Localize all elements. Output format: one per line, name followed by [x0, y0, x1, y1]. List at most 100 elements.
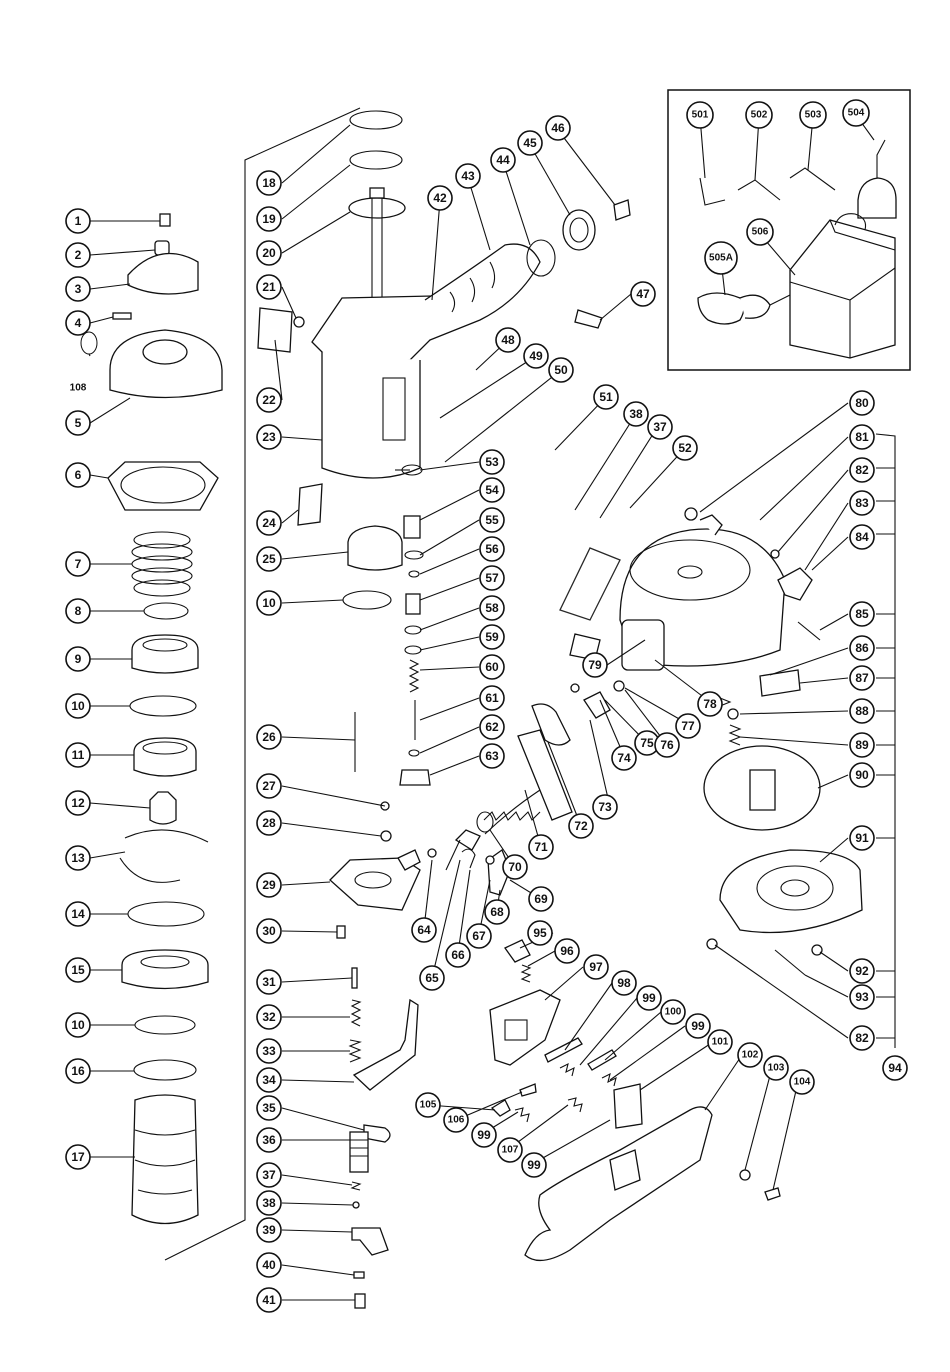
label-99d: 99: [521, 1152, 547, 1178]
label-22: 22: [256, 387, 282, 413]
svg-text:108: 108: [70, 383, 87, 394]
label-10b: 10: [65, 1012, 91, 1038]
label-40: 40: [256, 1252, 282, 1278]
label-79: 79: [582, 652, 608, 678]
svg-text:89: 89: [855, 738, 869, 752]
label-67: 67: [466, 923, 492, 949]
label-82b: 82: [849, 1025, 875, 1051]
svg-text:22: 22: [262, 393, 276, 407]
label-84: 84: [849, 524, 875, 550]
svg-text:12: 12: [71, 796, 85, 810]
svg-text:37: 37: [653, 420, 667, 434]
svg-text:74: 74: [617, 751, 631, 765]
label-98: 98: [611, 970, 637, 996]
svg-text:39: 39: [262, 1223, 276, 1237]
svg-text:96: 96: [560, 944, 574, 958]
svg-text:10: 10: [71, 1018, 85, 1032]
label-81: 81: [849, 424, 875, 450]
safety-goggles-505A: [697, 292, 791, 325]
label-2: 2: [65, 242, 91, 268]
label-61: 61: [479, 685, 505, 711]
svg-text:61: 61: [485, 691, 499, 705]
svg-text:43: 43: [461, 169, 475, 183]
svg-text:30: 30: [262, 924, 276, 938]
svg-text:100: 100: [665, 1007, 682, 1018]
callout-labels: 1 2 3 4 108 5 6 7 8 9 10 11 12 13 14 15 …: [65, 99, 908, 1313]
label-94: 94: [882, 1055, 908, 1081]
label-54: 54: [479, 477, 505, 503]
label-83: 83: [849, 490, 875, 516]
label-62: 62: [479, 714, 505, 740]
label-42: 42: [427, 185, 453, 211]
svg-text:98: 98: [617, 976, 631, 990]
label-27: 27: [256, 773, 282, 799]
svg-text:18: 18: [262, 176, 276, 190]
label-90: 90: [849, 762, 875, 788]
label-105: 105: [415, 1092, 441, 1118]
label-506: 506: [746, 218, 774, 246]
svg-text:73: 73: [598, 800, 612, 814]
label-31: 31: [256, 969, 282, 995]
label-1: 1: [65, 208, 91, 234]
label-41: 41: [256, 1287, 282, 1313]
svg-text:90: 90: [855, 768, 869, 782]
label-58: 58: [479, 595, 505, 621]
label-55: 55: [479, 507, 505, 533]
label-96: 96: [554, 938, 580, 964]
label-43: 43: [455, 163, 481, 189]
svg-text:11: 11: [72, 748, 85, 762]
label-53: 53: [479, 449, 505, 475]
label-70: 70: [502, 854, 528, 880]
svg-text:29: 29: [262, 878, 276, 892]
label-33: 33: [256, 1038, 282, 1064]
label-45: 45: [517, 130, 543, 156]
svg-text:47: 47: [636, 287, 650, 301]
label-503: 503: [799, 101, 827, 129]
label-91: 91: [849, 825, 875, 851]
label-20: 20: [256, 240, 282, 266]
label-26: 26: [256, 724, 282, 750]
label-11: 11: [65, 742, 91, 768]
label-5: 5: [65, 410, 91, 436]
svg-text:66: 66: [451, 948, 465, 962]
label-25: 25: [256, 546, 282, 572]
svg-text:99: 99: [642, 991, 656, 1005]
svg-text:3: 3: [75, 282, 82, 296]
label-14: 14: [65, 901, 91, 927]
label-60: 60: [479, 654, 505, 680]
label-63: 63: [479, 743, 505, 769]
svg-text:31: 31: [262, 975, 276, 989]
svg-text:81: 81: [855, 430, 869, 444]
svg-text:84: 84: [855, 530, 869, 544]
label-80: 80: [849, 390, 875, 416]
label-37b: 37: [647, 414, 673, 440]
label-10a: 10: [65, 693, 91, 719]
svg-text:83: 83: [855, 496, 869, 510]
label-47: 47: [630, 281, 656, 307]
svg-text:80: 80: [855, 396, 869, 410]
svg-text:68: 68: [490, 905, 504, 919]
svg-text:33: 33: [262, 1044, 276, 1058]
label-68: 68: [484, 899, 510, 925]
svg-text:503: 503: [805, 110, 822, 121]
label-89: 89: [849, 732, 875, 758]
label-106: 106: [443, 1107, 469, 1133]
left-column-parts: [80, 213, 223, 1225]
svg-text:82: 82: [855, 463, 869, 477]
svg-text:49: 49: [529, 349, 543, 363]
svg-text:27: 27: [262, 779, 276, 793]
svg-text:63: 63: [485, 749, 499, 763]
label-77: 77: [675, 713, 701, 739]
svg-text:88: 88: [855, 704, 869, 718]
svg-text:51: 51: [599, 390, 613, 404]
label-24: 24: [256, 510, 282, 536]
label-65: 65: [419, 965, 445, 991]
svg-text:32: 32: [262, 1010, 276, 1024]
label-76: 76: [654, 732, 680, 758]
label-48: 48: [495, 327, 521, 353]
svg-text:5: 5: [75, 416, 82, 430]
svg-text:15: 15: [71, 963, 85, 977]
svg-text:2: 2: [75, 248, 82, 262]
label-12: 12: [65, 790, 91, 816]
label-97: 97: [583, 954, 609, 980]
